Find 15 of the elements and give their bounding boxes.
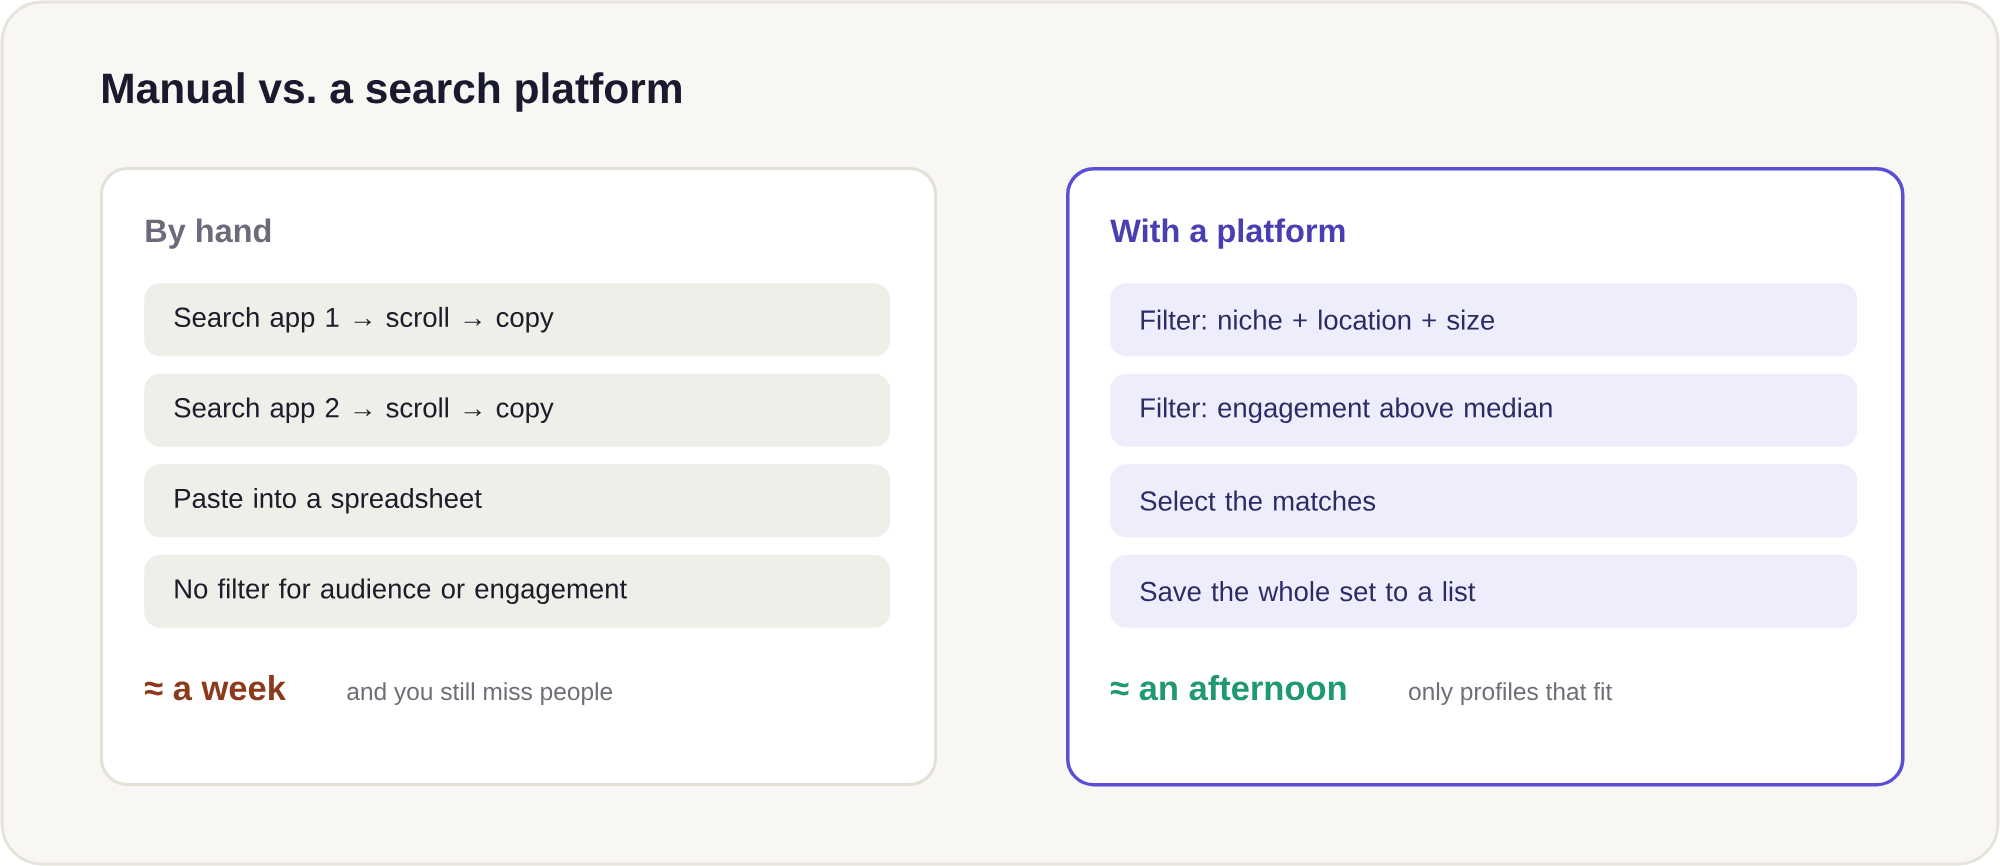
time-estimate: ≈ an afternoon (1110, 675, 1346, 701)
step-box: No filter for audience or engagement (144, 554, 891, 628)
step-box: Filter: niche + location + size (1110, 283, 1858, 357)
step-box: Search app 1 → scroll → copy (144, 283, 891, 357)
step-box: Search app 2 → scroll → copy (144, 373, 891, 447)
time-estimate: ≈ a week (144, 675, 286, 701)
step-box: Filter: engagement above median (1110, 373, 1858, 447)
note-text: only profiles that fit (1409, 682, 1613, 706)
step-box: Paste into a spreadsheet (144, 464, 891, 538)
step-box: Select the matches (1110, 464, 1858, 538)
step-box: Save the whole set to a list (1110, 554, 1858, 628)
diagram-title: Manual vs. a search platform (103, 72, 681, 112)
panel-heading: By hand (146, 218, 271, 249)
panel-heading: With a platform (1110, 218, 1345, 249)
note-text: and you still miss people (347, 682, 613, 706)
